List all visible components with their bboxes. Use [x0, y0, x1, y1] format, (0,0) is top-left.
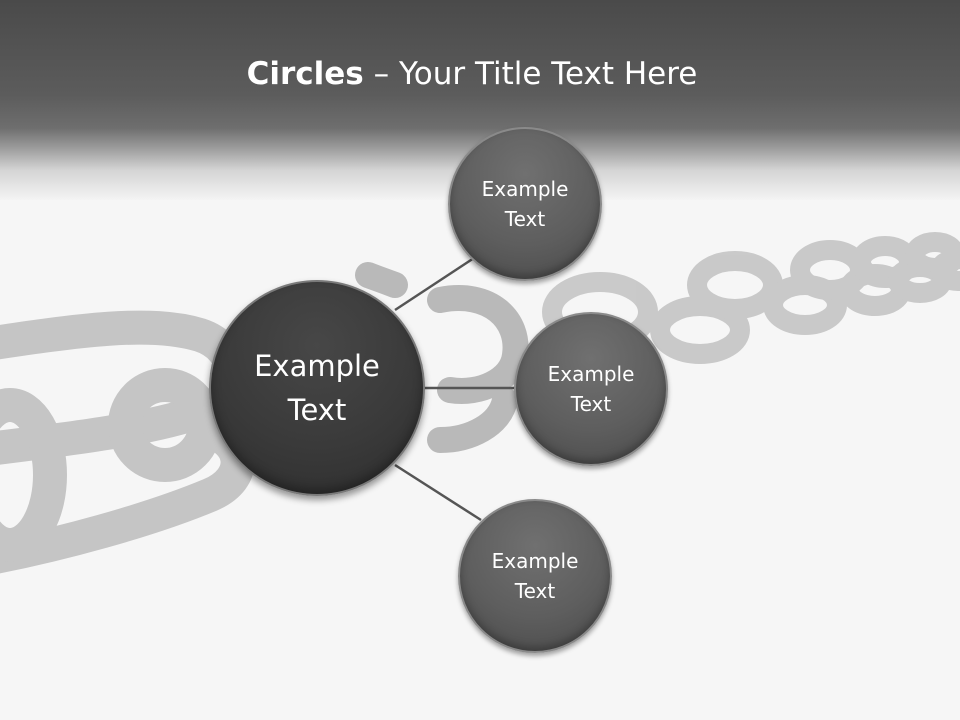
satellite-circle-label: Example Text: [481, 177, 569, 231]
connector-line-bottom: [394, 463, 482, 522]
center-circle-label: Example Text: [254, 349, 380, 427]
center-circle[interactable]: Example Text: [209, 280, 425, 496]
slide-title: Circles – Your Title Text Here: [0, 52, 944, 96]
satellite-circle-bottom[interactable]: Example Text: [458, 499, 612, 653]
title-rest-text: – Your Title Text Here: [363, 56, 698, 92]
satellite-circle-label: Example Text: [491, 549, 579, 603]
satellite-circle-top[interactable]: Example Text: [448, 127, 602, 281]
satellite-circle-label: Example Text: [547, 362, 635, 416]
title-bold-text: Circles: [246, 56, 364, 92]
connector-line-top: [394, 256, 475, 312]
satellite-circle-middle[interactable]: Example Text: [514, 312, 668, 466]
